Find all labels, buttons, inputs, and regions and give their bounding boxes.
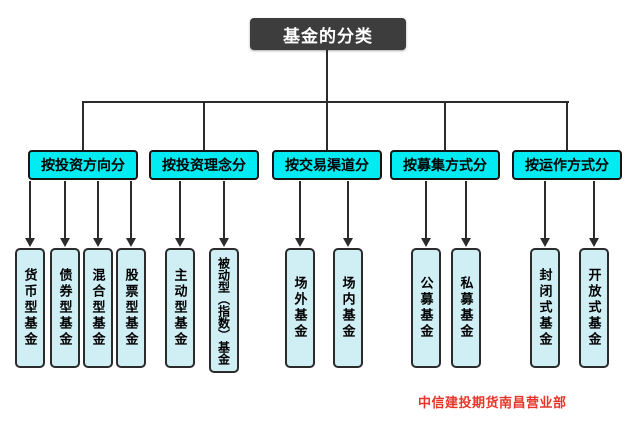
arrow-down-icon (60, 181, 70, 247)
branch-node-investment-direction: 按投资方向分 (28, 150, 138, 180)
arrow-down-icon (219, 181, 229, 247)
connector-drop-5 (566, 101, 568, 151)
leaf-node-public-fund: 公募基金 (411, 248, 441, 368)
branch-node-trading-channel: 按交易渠道分 (272, 150, 382, 180)
leaf-node-money-fund: 货币型基金 (15, 248, 45, 368)
connector-drop-4 (444, 101, 446, 151)
branch-node-investment-philosophy: 按投资理念分 (149, 150, 259, 180)
leaf-node-otc-fund: 场外基金 (285, 248, 315, 368)
connector-horizontal-bar (82, 101, 569, 103)
leaf-node-private-fund: 私募基金 (451, 248, 481, 368)
arrow-down-icon (295, 181, 305, 247)
arrow-down-icon (25, 181, 35, 247)
arrow-down-icon (421, 181, 431, 247)
leaf-node-stock-fund: 股票型基金 (116, 248, 146, 368)
leaf-node-hybrid-fund: 混合型基金 (83, 248, 113, 368)
arrow-down-icon (540, 181, 550, 247)
connector-drop-1 (82, 101, 84, 151)
arrow-down-icon (175, 181, 185, 247)
root-node-fund-classification: 基金的分类 (250, 18, 406, 50)
branch-node-fundraising-method: 按募集方式分 (390, 150, 500, 180)
arrow-down-icon (461, 181, 471, 247)
leaf-node-open-end-fund: 开放式基金 (579, 248, 609, 368)
branch-node-operation-mode: 按运作方式分 (512, 150, 622, 180)
watermark-text: 中信建投期货南昌营业部 (418, 395, 567, 410)
arrow-down-icon (343, 181, 353, 247)
arrow-down-icon (126, 181, 136, 247)
connector-drop-3 (326, 101, 328, 151)
leaf-node-bond-fund: 债券型基金 (50, 248, 80, 368)
leaf-node-exchange-fund: 场内基金 (333, 248, 363, 368)
arrow-down-icon (93, 181, 103, 247)
connector-drop-2 (203, 101, 205, 151)
arrow-down-icon (589, 181, 599, 247)
connector-root-vertical (326, 50, 328, 103)
leaf-node-active-fund: 主动型基金 (165, 248, 195, 368)
leaf-node-closed-end-fund: 封闭式基金 (530, 248, 560, 368)
leaf-node-passive-index-fund: 被动型（指数）基金 (209, 248, 239, 373)
